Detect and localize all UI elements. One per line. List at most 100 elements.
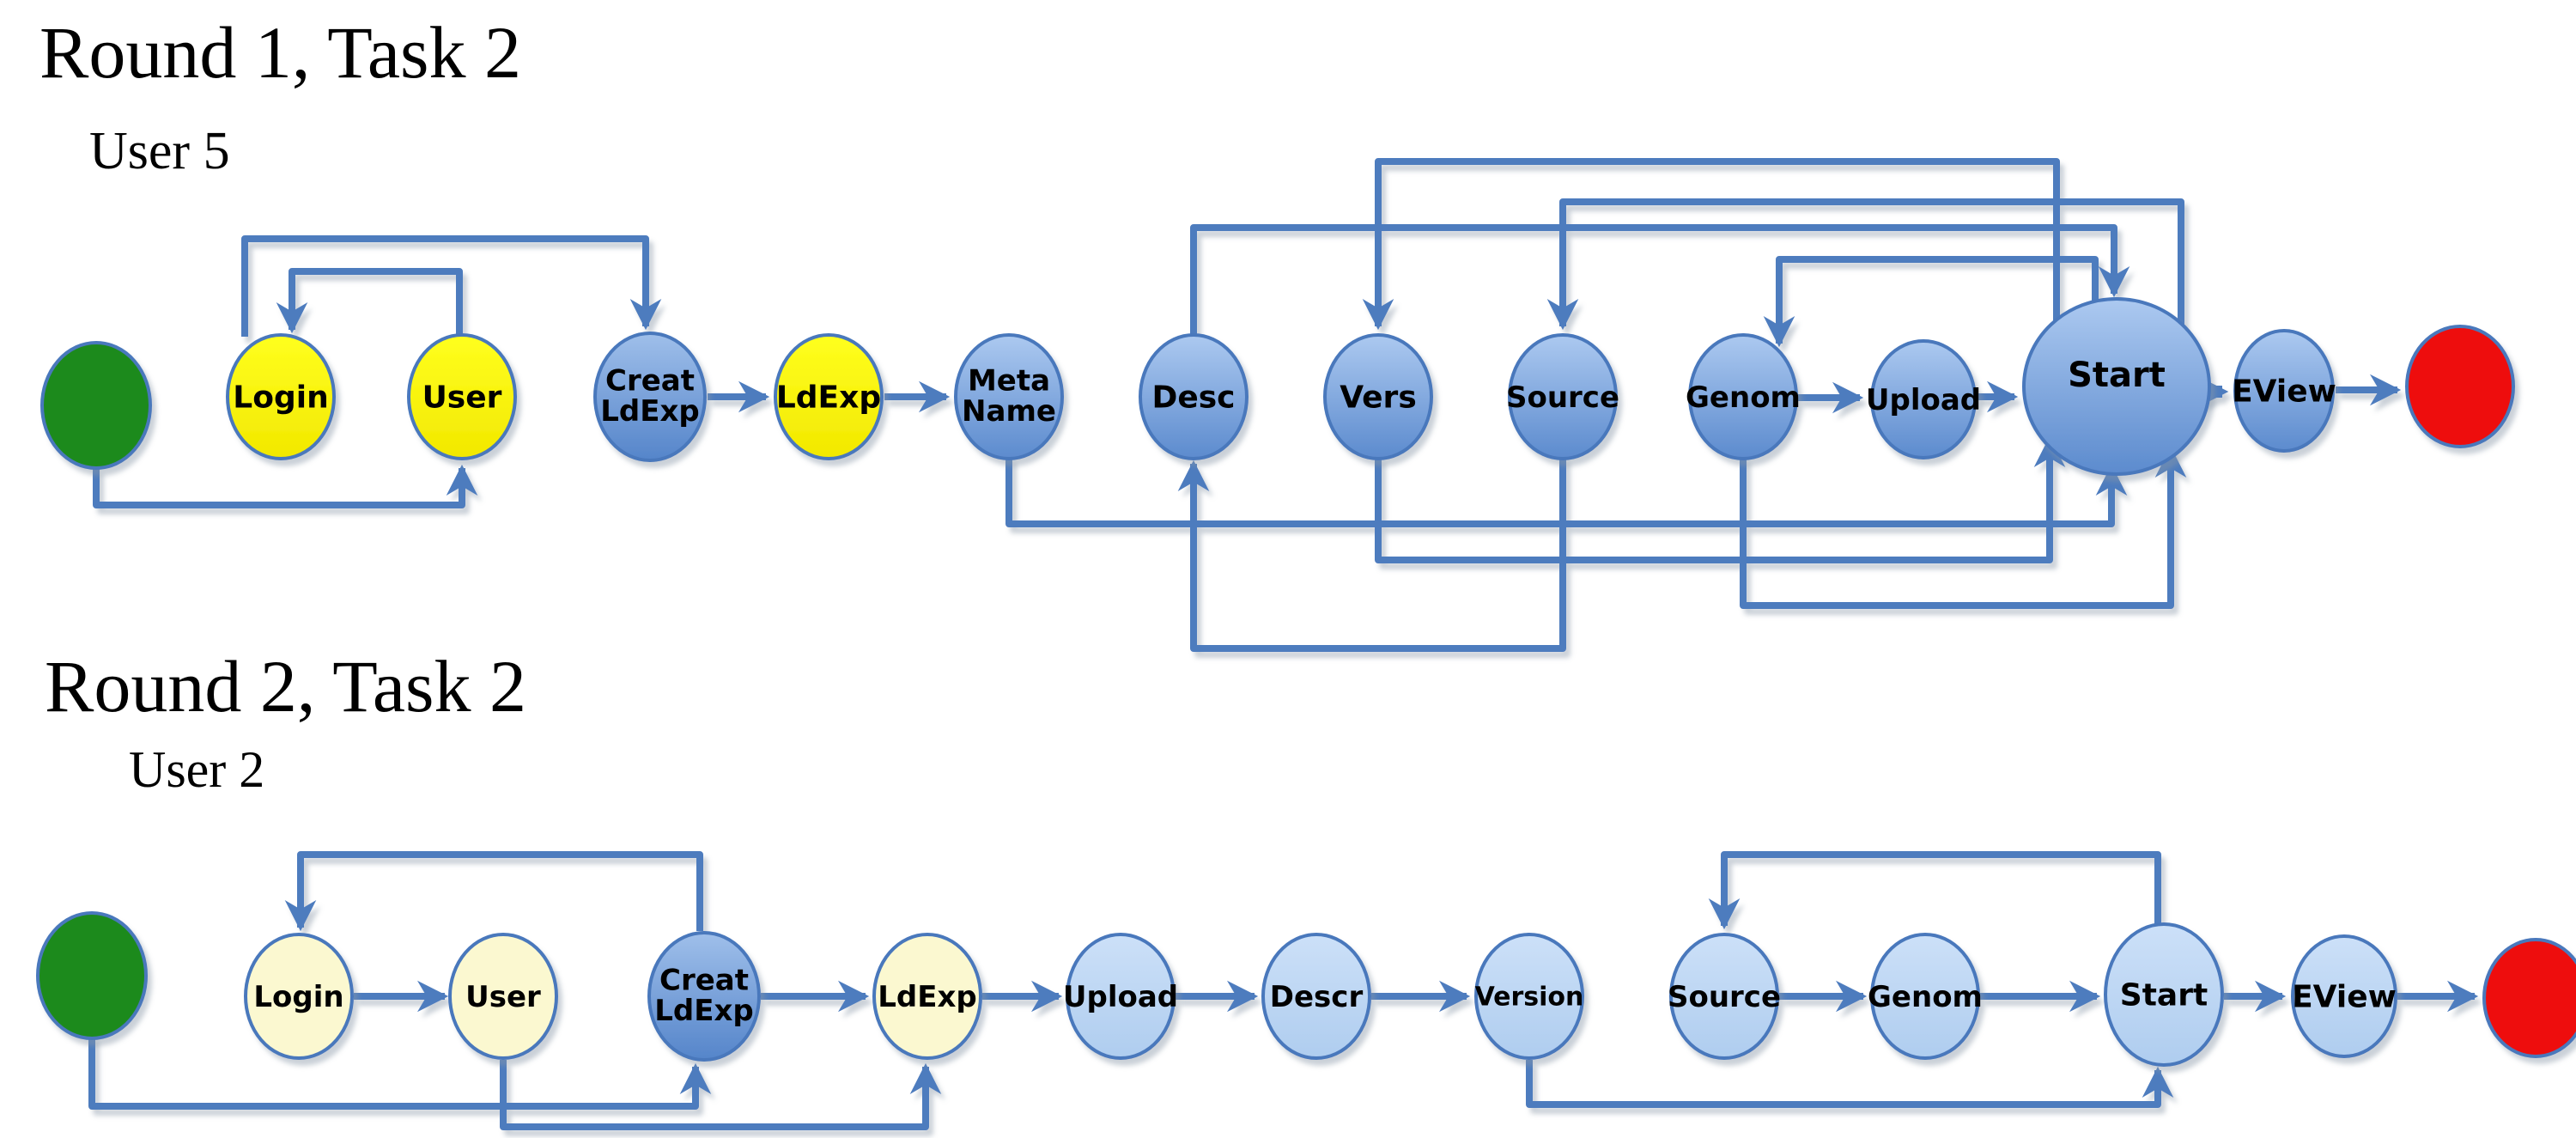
node-round1-begin bbox=[40, 341, 152, 470]
edge-round1-login-to-creatldexp bbox=[241, 235, 662, 337]
node-shape-begin bbox=[36, 911, 148, 1040]
node-label-genom: Genom bbox=[1686, 380, 1801, 415]
node-label-login: Login bbox=[253, 980, 343, 1014]
node-shape-genom bbox=[1688, 333, 1798, 460]
node-shape-eview bbox=[2233, 329, 2335, 453]
node-shape-start bbox=[2104, 922, 2224, 1067]
node-round2-login: Login bbox=[244, 933, 354, 1060]
node-shape-creatldexp bbox=[593, 332, 707, 462]
node-label-ldexp: LdExp bbox=[878, 980, 977, 1014]
node-round2-eview: EView bbox=[2291, 934, 2397, 1058]
node-round1-upload: Upload bbox=[1866, 339, 1981, 459]
node-shape-start bbox=[2022, 297, 2211, 476]
node-shape-version bbox=[1474, 933, 1584, 1060]
node-round1-vers: Vers bbox=[1323, 333, 1433, 460]
node-shape-begin bbox=[40, 341, 152, 470]
edge-round2-start-to-source bbox=[1708, 851, 2161, 930]
round2-edges bbox=[88, 851, 2479, 1130]
edge-round1-start-to-vers bbox=[1362, 158, 2060, 331]
node-shape-source bbox=[1669, 933, 1779, 1060]
round1-title: Round 1, Task 2 bbox=[39, 11, 521, 94]
node-label-source: Source bbox=[1668, 980, 1781, 1014]
node-round2-descr: Descr bbox=[1261, 933, 1371, 1060]
node-label-desc: Desc bbox=[1151, 380, 1235, 416]
node-label-eview: EView bbox=[2232, 374, 2336, 410]
node-label-ldexp: LdExp bbox=[776, 380, 881, 416]
edge-round1-desc-to-start bbox=[1190, 224, 2130, 335]
node-label-version: Version bbox=[1475, 983, 1584, 1013]
node-shape-eview bbox=[2291, 934, 2397, 1058]
round1-subtitle: User 5 bbox=[89, 122, 230, 180]
node-round1-login: Login bbox=[226, 333, 336, 460]
edge-round2-user-to-ldexp bbox=[500, 1060, 942, 1130]
edge-round2-begin-to-creatldexp bbox=[88, 1036, 712, 1110]
node-round2-user: User bbox=[448, 933, 558, 1060]
node-label-descr: Descr bbox=[1270, 980, 1364, 1014]
node-label-login: Login bbox=[233, 380, 328, 416]
node-label-user: User bbox=[465, 980, 541, 1014]
node-shape-user bbox=[407, 333, 517, 460]
node-label-vers: Vers bbox=[1340, 380, 1417, 416]
node-shape-login bbox=[226, 333, 336, 460]
node-shape-vers bbox=[1323, 333, 1433, 460]
node-shape-end bbox=[2482, 938, 2576, 1058]
node-round1-genom: Genom bbox=[1686, 333, 1801, 460]
node-round2-source: Source bbox=[1668, 933, 1781, 1060]
edge-round2-version-to-start bbox=[1526, 1060, 2174, 1108]
node-shape-login bbox=[244, 933, 354, 1060]
edge-round1-start-to-source bbox=[1546, 198, 2184, 331]
node-round1-source: Source bbox=[1506, 333, 1619, 460]
node-shape-genom bbox=[1870, 933, 1980, 1060]
node-round1-end bbox=[2405, 325, 2515, 448]
node-label-upload: Upload bbox=[1063, 980, 1178, 1014]
node-shape-user bbox=[448, 933, 558, 1060]
node-label-eview: EView bbox=[2292, 980, 2397, 1015]
node-shape-desc bbox=[1139, 333, 1249, 460]
node-shape-ldexp bbox=[872, 933, 982, 1060]
edge-round1-user-to-login bbox=[276, 268, 463, 337]
node-round2-upload: Upload bbox=[1063, 933, 1178, 1060]
node-shape-source bbox=[1508, 333, 1618, 460]
node-round2-genom: Genom bbox=[1868, 933, 1983, 1060]
node-label-start: Start bbox=[2068, 356, 2166, 395]
node-round1-user: User bbox=[407, 333, 517, 460]
node-shape-descr bbox=[1261, 933, 1371, 1060]
node-label-source: Source bbox=[1506, 380, 1619, 415]
edge-round1-begin-to-user bbox=[93, 464, 478, 508]
round2-title: Round 2, Task 2 bbox=[45, 645, 526, 727]
edge-round1-vers-to-start bbox=[1375, 435, 2066, 563]
node-shape-end bbox=[2405, 325, 2515, 448]
node-shape-metaname bbox=[954, 333, 1064, 460]
node-round1-start: Start bbox=[2022, 297, 2211, 476]
edge-round1-start-to-genom bbox=[1763, 256, 2099, 348]
node-round2-begin bbox=[36, 911, 148, 1040]
edge-round1-source-to-desc bbox=[1177, 457, 1566, 652]
node-label-genom: Genom bbox=[1868, 980, 1983, 1014]
node-label-user: User bbox=[422, 380, 502, 416]
edge-round2-creatldexp-to-login bbox=[284, 851, 703, 932]
node-round1-eview: EView bbox=[2232, 329, 2336, 453]
node-round1-ldexp: LdExp bbox=[774, 333, 884, 460]
node-round1-desc: Desc bbox=[1139, 333, 1249, 460]
node-shape-creatldexp bbox=[647, 931, 761, 1062]
node-round2-ldexp: LdExp bbox=[872, 933, 982, 1060]
round2-subtitle: User 2 bbox=[129, 741, 264, 798]
node-round2-start: Start bbox=[2104, 922, 2224, 1067]
round1-edges bbox=[93, 158, 2402, 652]
node-round2-version: Version bbox=[1474, 933, 1584, 1060]
node-shape-upload bbox=[1870, 339, 1977, 459]
node-shape-ldexp bbox=[774, 333, 884, 460]
node-round2-end bbox=[2482, 938, 2576, 1058]
node-shape-upload bbox=[1066, 933, 1176, 1060]
node-label-upload: Upload bbox=[1866, 383, 1981, 417]
